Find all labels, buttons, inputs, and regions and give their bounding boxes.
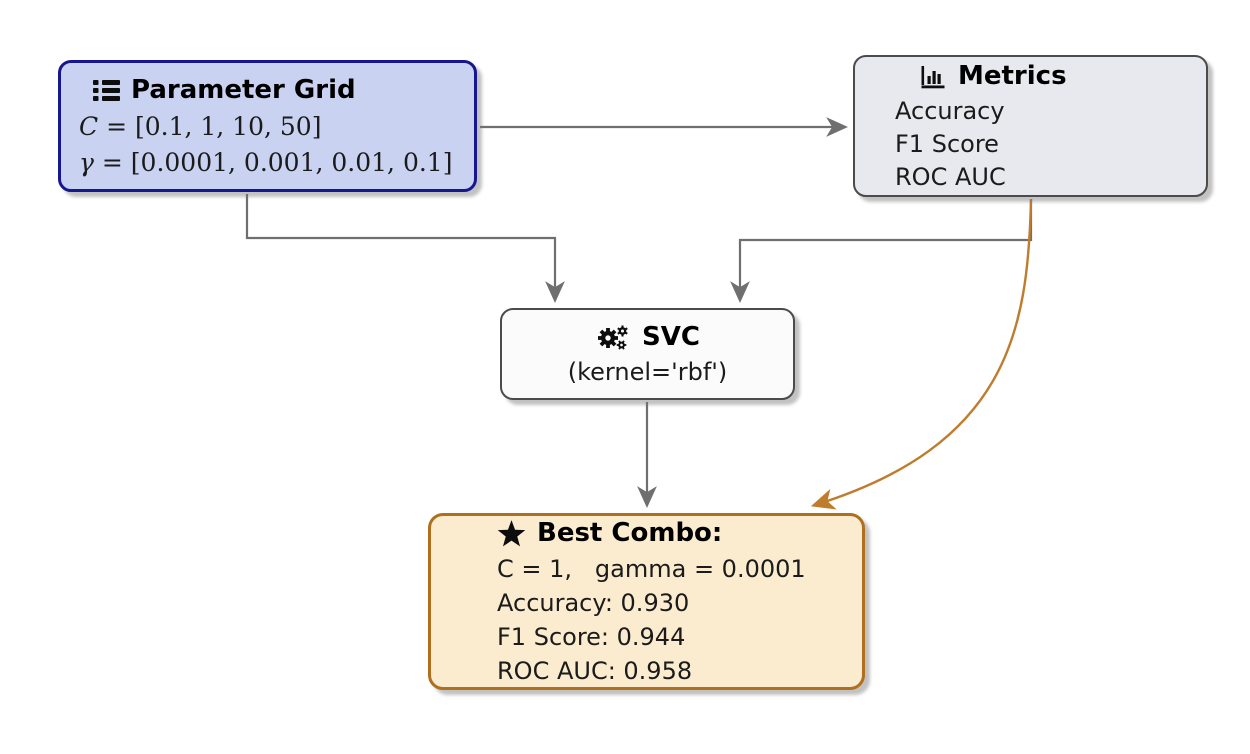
metric-item-roc-auc: ROC AUC: [895, 163, 1006, 191]
best-combo-title-row: Best Combo:: [497, 515, 850, 552]
metrics-title: Metrics: [958, 61, 1067, 91]
arrow-metrics-to-best: [810, 198, 1033, 510]
parameter-grid-title-row: Parameter Grid: [79, 72, 460, 109]
best-combo-f1: F1 Score: 0.944: [497, 623, 686, 651]
best-combo-params: C = 1, gamma = 0.0001: [497, 555, 806, 583]
parameter-grid-gamma-line: γ = [0.0001, 0.001, 0.01, 0.1]: [79, 147, 453, 177]
gears-icon: [595, 324, 631, 352]
metrics-title-row: Metrics: [921, 58, 1192, 95]
node-metrics: Metrics Accuracy F1 Score ROC AUC: [853, 55, 1208, 197]
arrow-grid-to-svc: [245, 194, 565, 303]
node-best-combo: Best Combo: C = 1, gamma = 0.0001 Accura…: [428, 513, 865, 690]
parameter-grid-title: Parameter Grid: [131, 74, 356, 105]
arrow-metrics-to-svc: [730, 199, 1033, 303]
best-combo-roc-auc: ROC AUC: 0.958: [497, 657, 693, 685]
parameter-grid-c-line: C = [0.1, 1, 10, 50]: [79, 111, 322, 141]
metric-item-accuracy: Accuracy: [895, 97, 1005, 125]
svc-title: SVC: [642, 322, 700, 352]
svc-title-row: SVC: [595, 319, 700, 356]
bar-chart-icon: [921, 65, 947, 89]
metric-item-f1: F1 Score: [895, 130, 999, 158]
best-combo-title: Best Combo:: [537, 518, 723, 548]
list-icon: [93, 79, 120, 102]
svc-kernel-label: (kernel='rbf'): [567, 358, 728, 386]
node-svc: SVC (kernel='rbf'): [500, 308, 795, 400]
star-icon: [497, 519, 526, 548]
node-parameter-grid: Parameter Grid C = [0.1, 1, 10, 50] γ = …: [58, 60, 477, 192]
best-combo-accuracy: Accuracy: 0.930: [497, 589, 690, 617]
